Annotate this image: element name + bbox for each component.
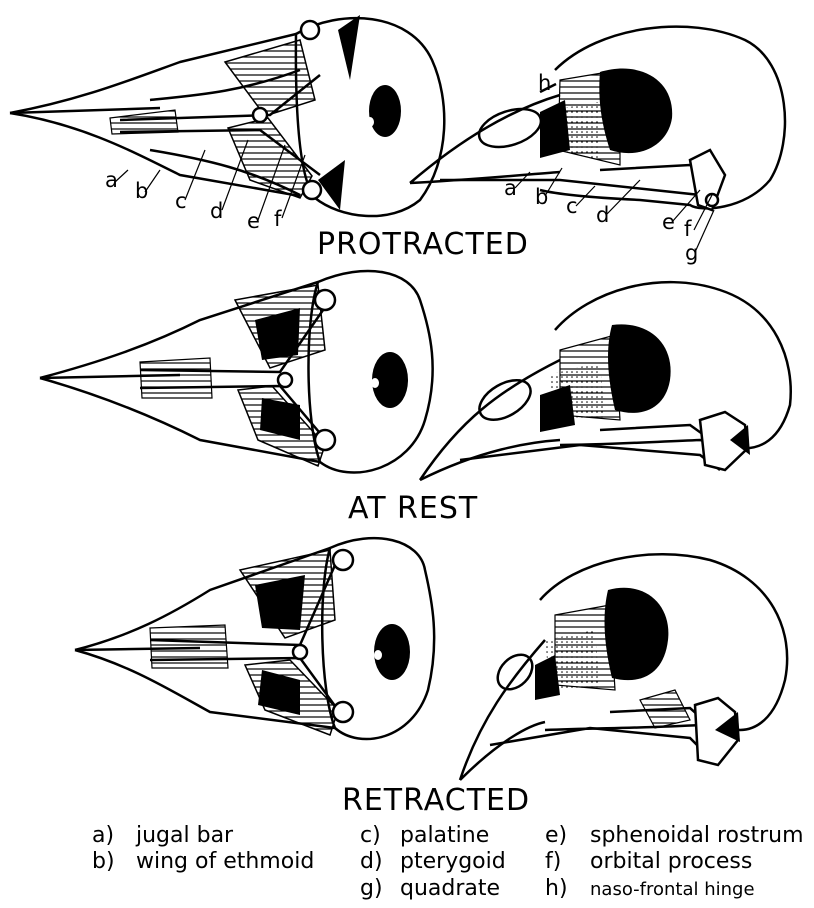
legend-text-d: pterygoid	[400, 849, 506, 874]
legend-text-e: sphenoidal rostrum	[590, 823, 804, 848]
label-c-lateral: c	[566, 194, 578, 218]
label-c-ventral: c	[175, 189, 187, 213]
legend-key-d: d)	[360, 849, 383, 874]
title-at-rest: AT REST	[348, 491, 478, 526]
legend-key-c: c)	[360, 823, 381, 848]
label-e-lateral: e	[662, 210, 675, 234]
lateral-skull-retracted	[460, 554, 787, 780]
label-b-lateral: b	[535, 185, 548, 209]
label-a-ventral: a	[105, 168, 118, 192]
ventral-skull-protracted	[10, 15, 444, 216]
legend-text-b: wing of ethmoid	[136, 849, 314, 874]
title-retracted: RETRACTED	[342, 783, 530, 818]
title-protracted: PROTRACTED	[317, 227, 529, 262]
legend-key-f: f)	[545, 849, 561, 874]
label-h-lateral: h	[538, 71, 551, 95]
legend-key-b: b)	[92, 849, 115, 874]
legend-key-h: h)	[545, 876, 568, 901]
legend-key-e: e)	[545, 823, 567, 848]
legend-text-c: palatine	[400, 823, 489, 848]
label-d-ventral: d	[210, 199, 223, 223]
lateral-skull-at-rest	[420, 282, 791, 480]
lateral-skull-protracted	[410, 27, 785, 210]
legend-key-g: g)	[360, 876, 383, 901]
label-f-lateral: f	[684, 217, 692, 241]
legend-key-a: a)	[92, 823, 114, 848]
legend-text-h: naso-frontal hinge	[590, 879, 755, 900]
label-f-ventral: f	[274, 207, 282, 231]
label-d-lateral: d	[596, 203, 609, 227]
legend-text-f: orbital process	[590, 849, 752, 874]
legend-text-a: jugal bar	[135, 823, 234, 848]
legend: a) jugal bar b) wing of ethmoid c) palat…	[92, 823, 804, 901]
label-e-ventral: e	[247, 209, 260, 233]
label-a-lateral: a	[504, 176, 517, 200]
ventral-skull-retracted	[75, 538, 434, 739]
legend-text-g: quadrate	[400, 876, 500, 901]
ventral-skull-at-rest	[40, 271, 433, 473]
label-g-lateral: g	[685, 241, 698, 265]
